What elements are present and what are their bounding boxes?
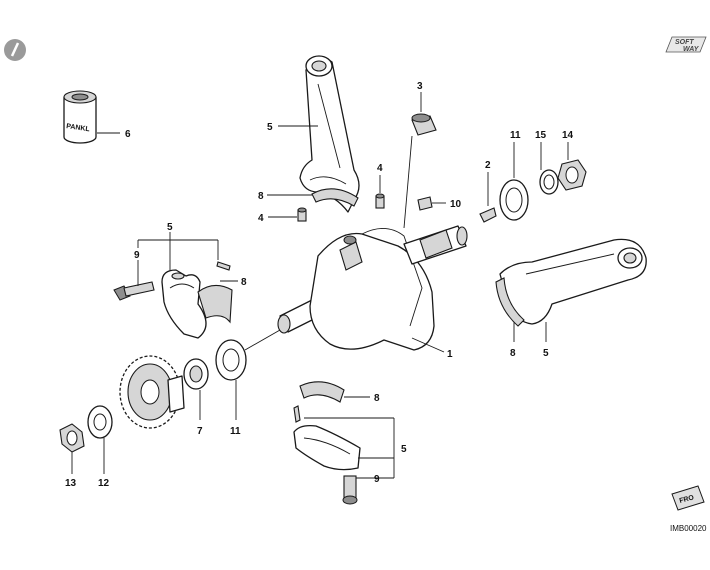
connecting-rod-right xyxy=(499,238,647,325)
bearing-shell-left xyxy=(197,284,233,324)
rod-cap-left xyxy=(161,269,207,339)
callout-12: 12 xyxy=(98,478,110,489)
logo-line1: SOFT xyxy=(675,39,694,46)
dowel-pin-a xyxy=(375,193,385,209)
bushing-7 xyxy=(183,358,209,390)
nut-14 xyxy=(557,159,587,191)
connecting-rod-upper xyxy=(299,55,360,213)
callout-14: 14 xyxy=(562,130,574,141)
callout-8b: 8 xyxy=(241,277,247,288)
piston-pin: PANKL xyxy=(63,90,97,144)
bearing-shell-upper xyxy=(311,188,359,207)
callout-8d: 8 xyxy=(374,393,380,404)
callout-3: 3 xyxy=(417,81,423,92)
primary-drive-gear xyxy=(119,355,185,429)
callout-6: 6 xyxy=(125,129,131,140)
seal-ring-15 xyxy=(539,169,559,195)
callout-9a: 9 xyxy=(134,250,140,261)
bearing-shell-bottom xyxy=(299,381,345,403)
nut-13 xyxy=(59,423,85,453)
callout-13: 13 xyxy=(65,478,77,489)
bearing-shell-right xyxy=(495,277,525,327)
small-pin-left xyxy=(216,261,231,271)
piston-pin-label: PANKL xyxy=(66,123,91,133)
callout-5b: 5 xyxy=(167,222,173,233)
soft-way-logo: SOFT WAY xyxy=(665,36,707,53)
section-badge-icon xyxy=(4,39,26,61)
logo-line2: WAY xyxy=(683,46,700,53)
callout-4b: 4 xyxy=(258,213,264,224)
callout-5c: 5 xyxy=(543,348,549,359)
callout-8c: 8 xyxy=(510,348,516,359)
dowel-pin-b xyxy=(297,207,307,222)
callout-4a: 4 xyxy=(377,163,383,174)
thrust-washer-right xyxy=(499,179,529,221)
callout-1: 1 xyxy=(447,349,453,360)
callout-8a: 8 xyxy=(258,191,264,202)
callout-7: 7 xyxy=(197,426,203,437)
crankshaft xyxy=(277,225,468,351)
small-pin-bottom xyxy=(293,405,301,423)
rod-bolt-bottom xyxy=(342,475,358,505)
callout-10: 10 xyxy=(450,199,462,210)
callout-15: 15 xyxy=(535,130,547,141)
washer-12 xyxy=(87,405,113,439)
crankpin-bearing xyxy=(411,113,437,136)
callout-11b: 11 xyxy=(230,426,241,437)
rod-bolt-left xyxy=(113,281,155,301)
callout-5d: 5 xyxy=(401,444,407,455)
callout-11a: 11 xyxy=(510,130,521,141)
thrust-washer-left xyxy=(215,339,247,381)
image-code: IMB00020 xyxy=(670,524,707,533)
rod-cap-bottom xyxy=(293,424,361,471)
callout-5a: 5 xyxy=(267,122,273,133)
direction-badge-label: FRO xyxy=(679,494,696,505)
front-direction-icon: FRO xyxy=(671,485,705,511)
callout-2: 2 xyxy=(485,160,491,171)
key-part-10 xyxy=(417,196,433,211)
callout-9b: 9 xyxy=(374,474,380,485)
small-pin-part-2 xyxy=(479,207,497,223)
